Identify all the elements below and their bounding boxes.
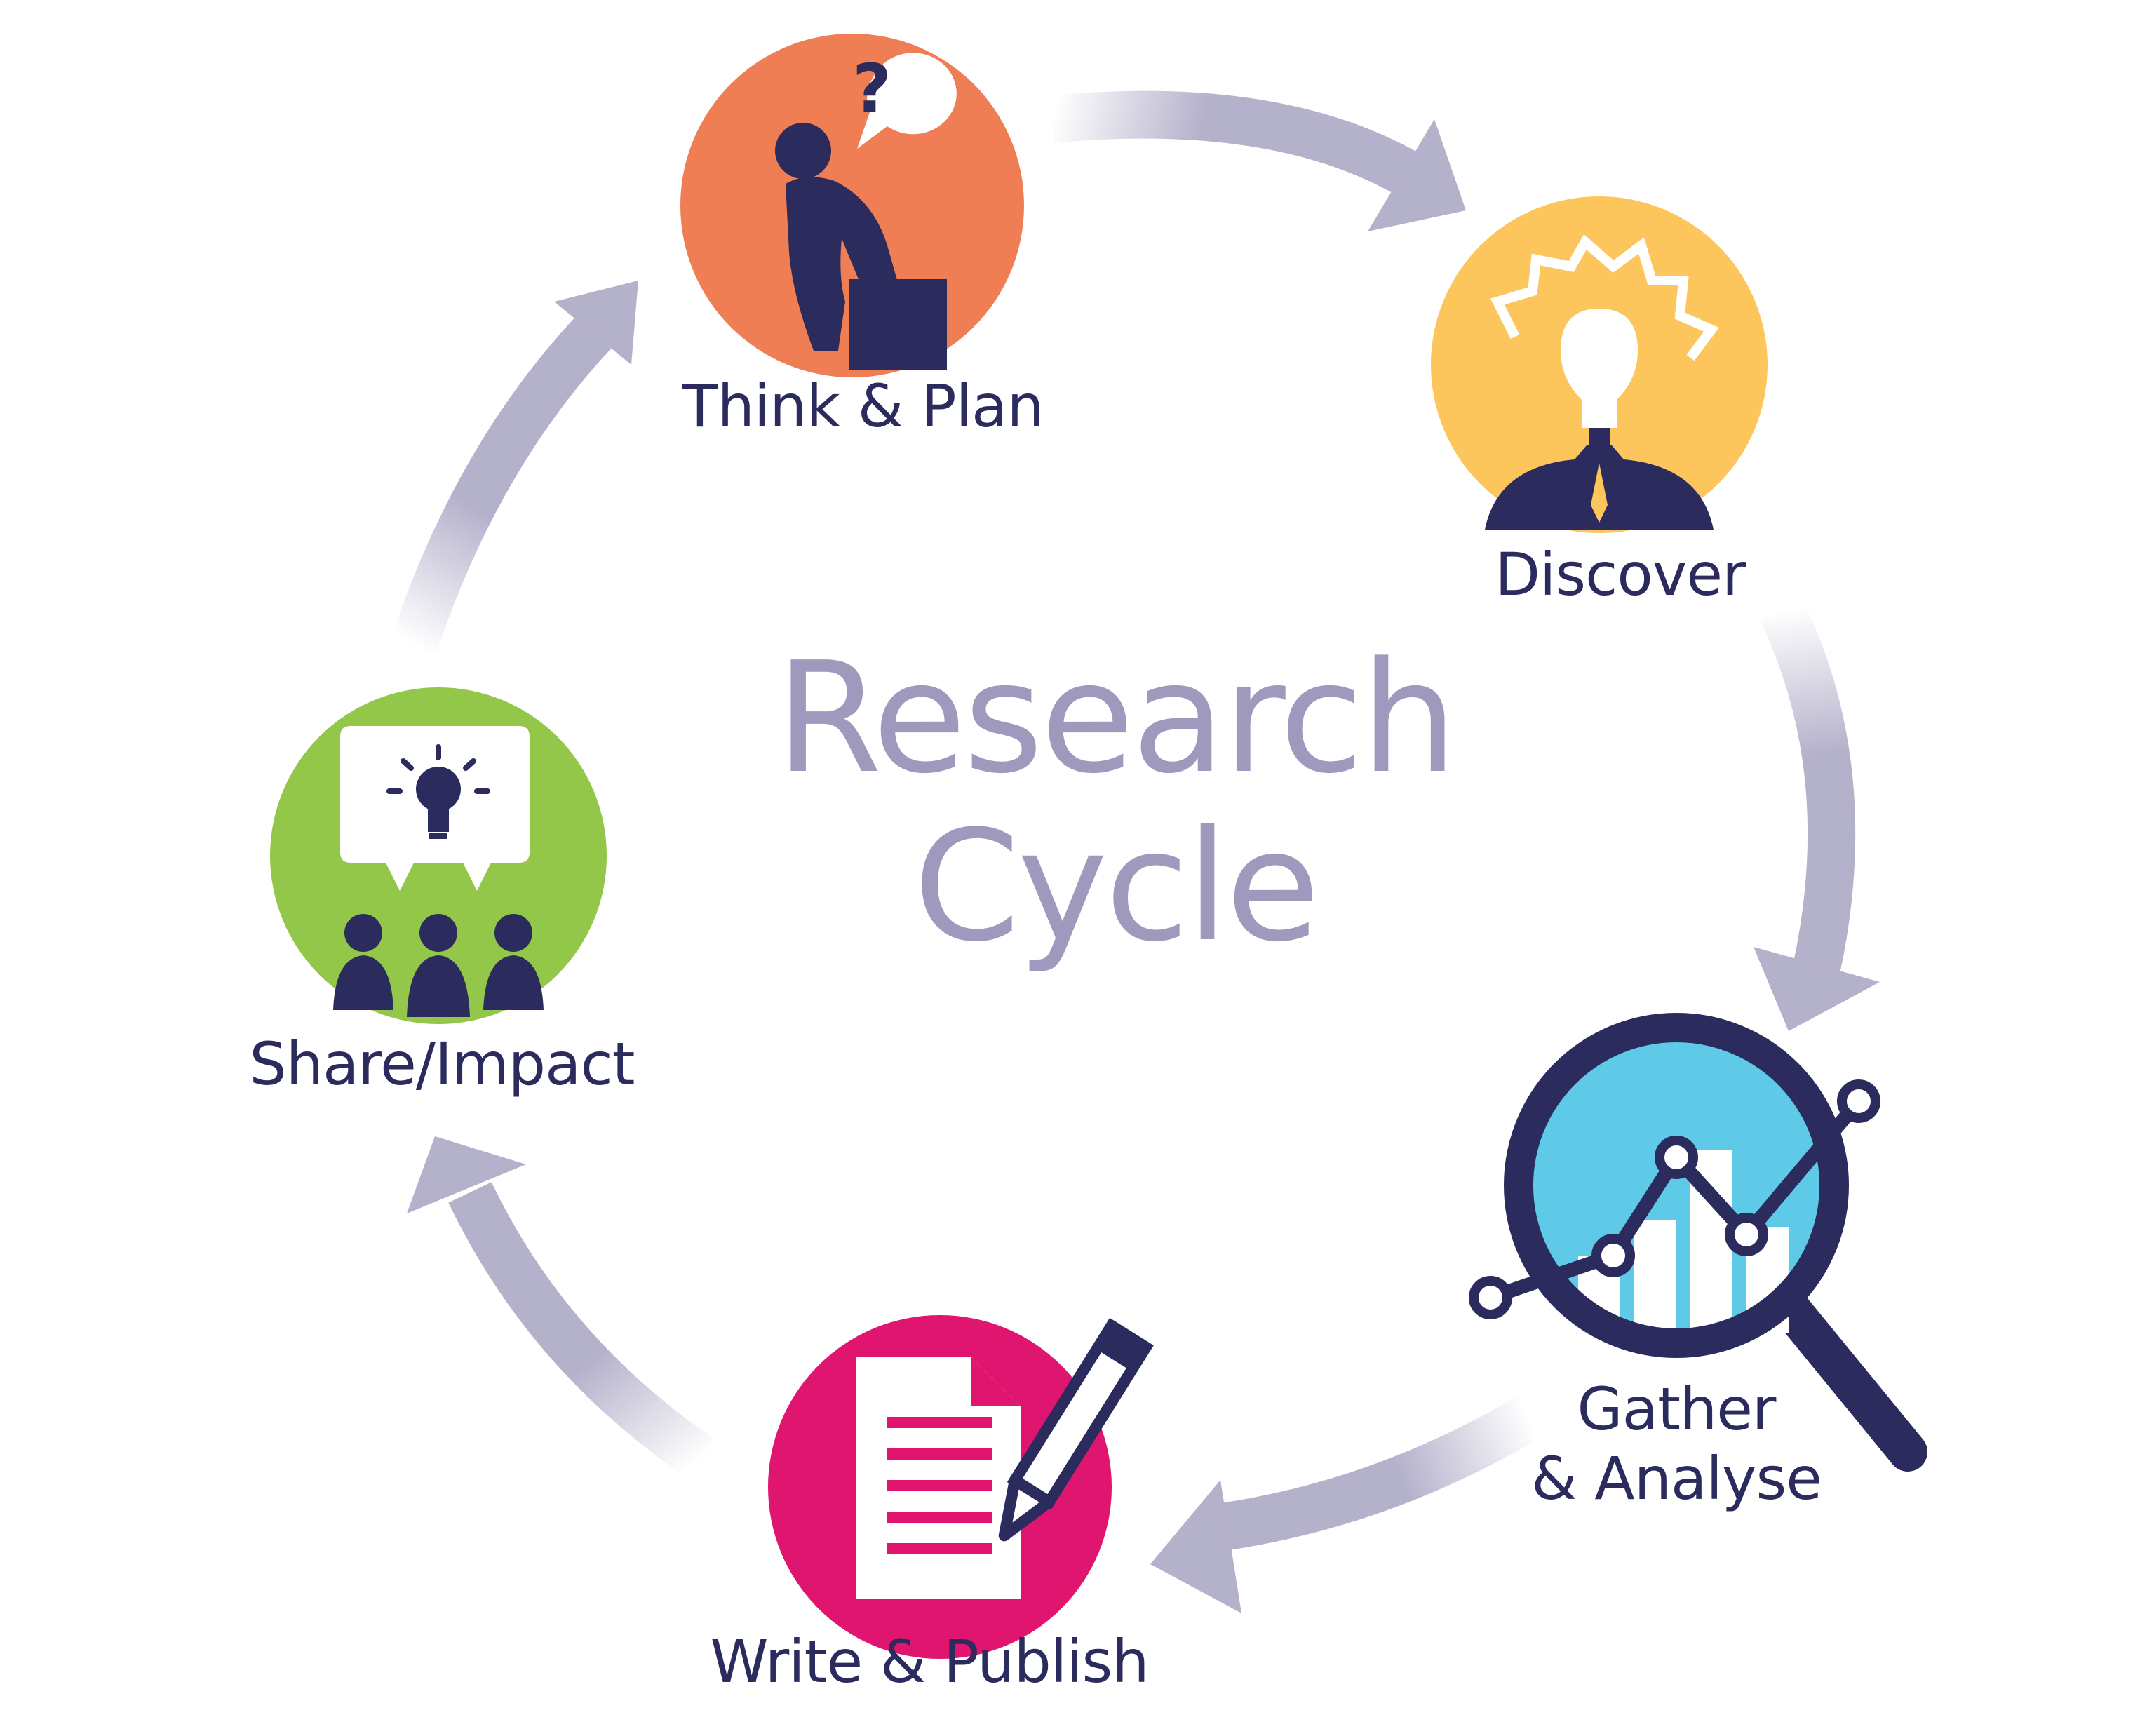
title-line-2: Cycle xyxy=(913,798,1320,976)
arrow-discover-to-gather xyxy=(1754,600,1880,1031)
svg-text:?: ? xyxy=(852,50,891,128)
stage-share-impact xyxy=(270,687,607,1024)
cycle-arrows xyxy=(391,90,1880,1613)
diagram-title: Research Cycle xyxy=(776,630,1458,976)
write-publish-label: Write & Publish xyxy=(710,1627,1149,1696)
think-plan-label: Think & Plan xyxy=(682,372,1044,440)
stage-write-publish xyxy=(768,1315,1154,1659)
discover-label: Discover xyxy=(1495,540,1746,609)
presentation-audience-icon xyxy=(333,726,544,1017)
arrow-share-to-think xyxy=(391,281,638,653)
document-pencil-icon xyxy=(856,1317,1154,1599)
arrow-gather-to-write xyxy=(1150,1396,1542,1613)
magnifier-chart-icon xyxy=(1469,1013,1927,1472)
stage-think-plan: ? xyxy=(680,34,1024,377)
thinker-icon: ? xyxy=(775,50,957,370)
gather-analyse-label: Gather & Analyse xyxy=(1531,1375,1822,1514)
gather-label-line-1: Gather xyxy=(1577,1375,1777,1444)
lightbulb-head-icon xyxy=(1485,234,1719,530)
title-line-1: Research xyxy=(776,630,1458,807)
stage-gather-analyse xyxy=(1469,1013,1927,1472)
arrow-write-to-share xyxy=(407,1136,715,1479)
share-impact-label: Share/Impact xyxy=(249,1030,635,1098)
gather-label-line-2: & Analyse xyxy=(1531,1444,1822,1514)
arrow-think-to-discover xyxy=(1049,90,1466,231)
stage-discover xyxy=(1431,196,1768,533)
